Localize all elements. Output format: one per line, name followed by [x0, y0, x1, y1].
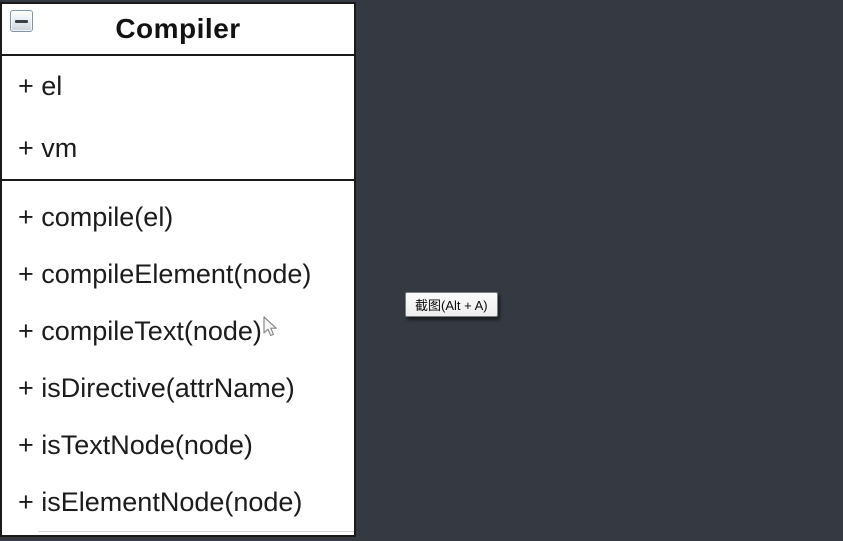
class-title-row[interactable]: Compiler: [2, 4, 354, 56]
methods-section: + compile(el) + compileElement(node) + c…: [2, 181, 354, 535]
attribute-row[interactable]: + el: [18, 71, 63, 102]
class-title: Compiler: [115, 13, 241, 44]
screenshot-tooltip: 截图(Alt + A): [405, 292, 498, 317]
attributes-section: + el + vm: [2, 56, 354, 181]
minus-icon: [15, 19, 28, 23]
method-row[interactable]: + compileElement(node): [18, 259, 312, 289]
method-row[interactable]: + compile(el): [18, 202, 174, 232]
method-row[interactable]: + isDirective(attrName): [18, 373, 295, 403]
row-divider-hint: [38, 531, 354, 532]
method-row[interactable]: + isElementNode(node): [18, 487, 303, 517]
attribute-row[interactable]: + vm: [18, 132, 78, 163]
method-row[interactable]: + compileText(node): [18, 316, 262, 346]
method-row[interactable]: + isTextNode(node): [18, 430, 253, 460]
uml-class-compiler[interactable]: Compiler + el + vm + compile(el) + compi…: [0, 2, 356, 537]
collapse-button[interactable]: [10, 10, 33, 32]
